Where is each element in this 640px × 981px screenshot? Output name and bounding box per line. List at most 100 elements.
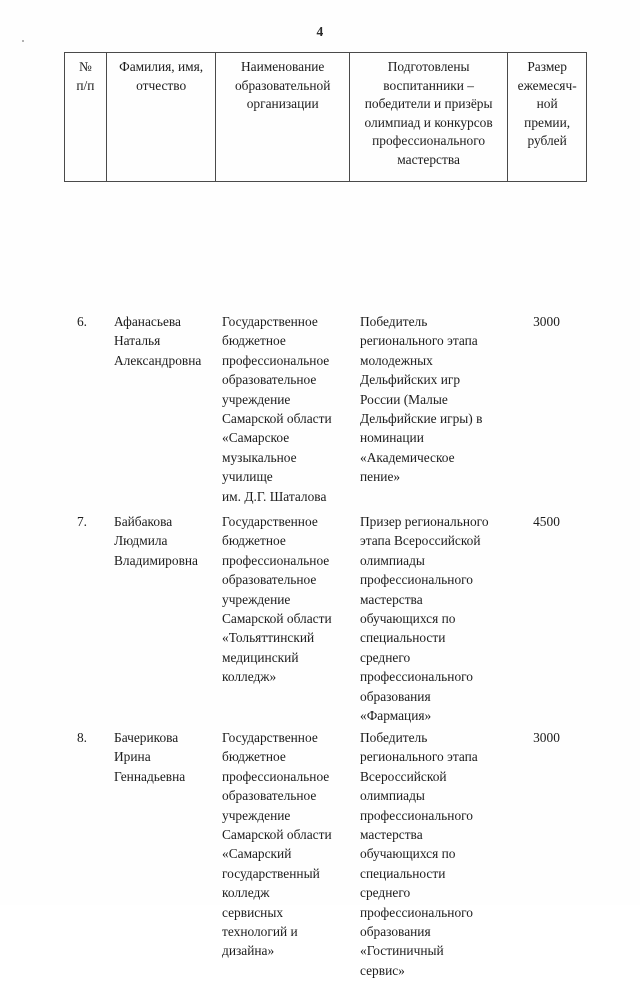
organization-line: «Самарское <box>222 430 290 446</box>
organization-line: Государственное <box>222 514 318 529</box>
organization-line: образовательное <box>222 788 317 804</box>
achievement-line: Дельфийские игры) в <box>360 411 483 427</box>
organization-line: сервисных <box>222 904 284 920</box>
table-header-line: организации <box>246 96 319 112</box>
organization-line: медицинский <box>222 649 299 665</box>
achievement-line: образования <box>360 924 431 940</box>
organization-line: профессиональное <box>222 352 330 368</box>
achievement-line: образования <box>360 688 431 704</box>
achievement-line: мастерства <box>360 827 423 843</box>
achievement-line: профессионального <box>360 807 473 823</box>
table-header-line: ежемесяч- <box>517 77 577 93</box>
achievement-line: «Фармация» <box>360 708 432 724</box>
achievement-line: среднего <box>360 885 411 901</box>
full-name-line: Афанасьева <box>114 314 181 329</box>
achievement-line: специальности <box>360 865 446 881</box>
achievement-line: профессионального <box>360 904 473 920</box>
row-number: 7. <box>76 514 88 529</box>
achievement-line: регионального этапа <box>360 749 478 765</box>
table-header-line: Фамилия, имя, <box>119 59 204 74</box>
organization-line: профессиональное <box>222 768 330 784</box>
organization-line: «Тольяттинский <box>222 630 315 646</box>
organization-line: бюджетное <box>222 533 286 549</box>
row-organization: Государственное бюджетное профессиональное… <box>216 728 350 980</box>
full-name-line: Байбакова <box>114 514 173 529</box>
row-amount: 4500 <box>533 514 560 529</box>
table-header-line: п/п <box>76 77 95 93</box>
row-organization: Государственное бюджетное профессиональное… <box>216 512 350 725</box>
table-header-cell-achievements: Подготовлены воспитанники – победители и п… <box>350 53 509 181</box>
organization-line: образовательное <box>222 372 317 388</box>
achievement-line: сервис» <box>360 962 405 978</box>
organization-line: колледж <box>222 885 270 901</box>
organization-line: учреждение <box>222 807 291 823</box>
achievement-line: номинации <box>360 430 424 446</box>
organization-line: Государственное <box>222 314 318 329</box>
organization-line: Самарской области <box>222 411 332 427</box>
organization-line: училище <box>222 469 273 485</box>
scan-artifact-speck <box>22 40 24 42</box>
achievement-line: мастерства <box>360 591 423 607</box>
table-header-line: мастерства <box>397 151 460 167</box>
achievement-line: обучающихся по <box>360 611 456 627</box>
row-amount: 3000 <box>533 730 560 745</box>
organization-line: им. Д.Г. Шаталова <box>222 488 327 504</box>
row-number: 6. <box>76 314 88 329</box>
row-organization: Государственное бюджетное профессиональное… <box>216 312 350 506</box>
organization-line: Самарской области <box>222 611 332 627</box>
achievement-line: специальности <box>360 630 446 646</box>
table-header-line: воспитанники – <box>383 77 474 93</box>
table-header-line: премии, <box>524 114 571 130</box>
achievement-line: молодежных <box>360 352 433 368</box>
organization-line: государственный <box>222 865 320 881</box>
organization-line: бюджетное <box>222 749 286 765</box>
full-name-line: Ирина <box>114 749 151 765</box>
achievement-line: Победитель <box>360 314 428 329</box>
organization-line: учреждение <box>222 391 291 407</box>
table-header-line: отчество <box>136 77 187 93</box>
table-header-line: рублей <box>527 133 567 149</box>
full-name-line: Геннадьевна <box>114 768 186 784</box>
table-header-line: профессионального <box>372 133 486 149</box>
achievement-line: Победитель <box>360 730 428 745</box>
full-name-line: Наталья <box>114 333 161 349</box>
organization-line: образовательное <box>222 572 317 588</box>
achievement-line: Дельфийских игр <box>360 372 461 388</box>
achievement-line: Призер регионального <box>360 514 489 529</box>
organization-line: колледж» <box>222 669 277 685</box>
organization-line: бюджетное <box>222 333 286 349</box>
achievement-line: профессионального <box>360 669 473 685</box>
row-amount: 3000 <box>533 314 560 329</box>
achievement-line: «Академическое <box>360 449 455 465</box>
row-number: 8. <box>76 730 88 745</box>
table-header-line: победители и призёры <box>364 96 493 112</box>
organization-line: профессиональное <box>222 552 330 568</box>
full-name-line: Людмила <box>114 533 168 549</box>
achievement-line: профессионального <box>360 572 473 588</box>
achievement-line: регионального этапа <box>360 333 478 349</box>
table-header-cell-full-name: Фамилия, имя, отчество <box>107 53 217 181</box>
page-number: 4 <box>316 24 324 39</box>
organization-line: Самарской области <box>222 827 332 843</box>
achievement-line: пение» <box>360 469 401 485</box>
organization-line: Государственное <box>222 730 318 745</box>
table-header-line: образовательной <box>234 77 331 93</box>
achievement-line: среднего <box>360 649 411 665</box>
table-header-line: Подготовлены <box>387 59 470 74</box>
achievement-line: «Гостиничный <box>360 943 444 959</box>
table-header-line: олимпиад и конкурсов <box>364 114 493 130</box>
achievement-line: олимпиады <box>360 788 425 804</box>
achievement-line: олимпиады <box>360 552 425 568</box>
